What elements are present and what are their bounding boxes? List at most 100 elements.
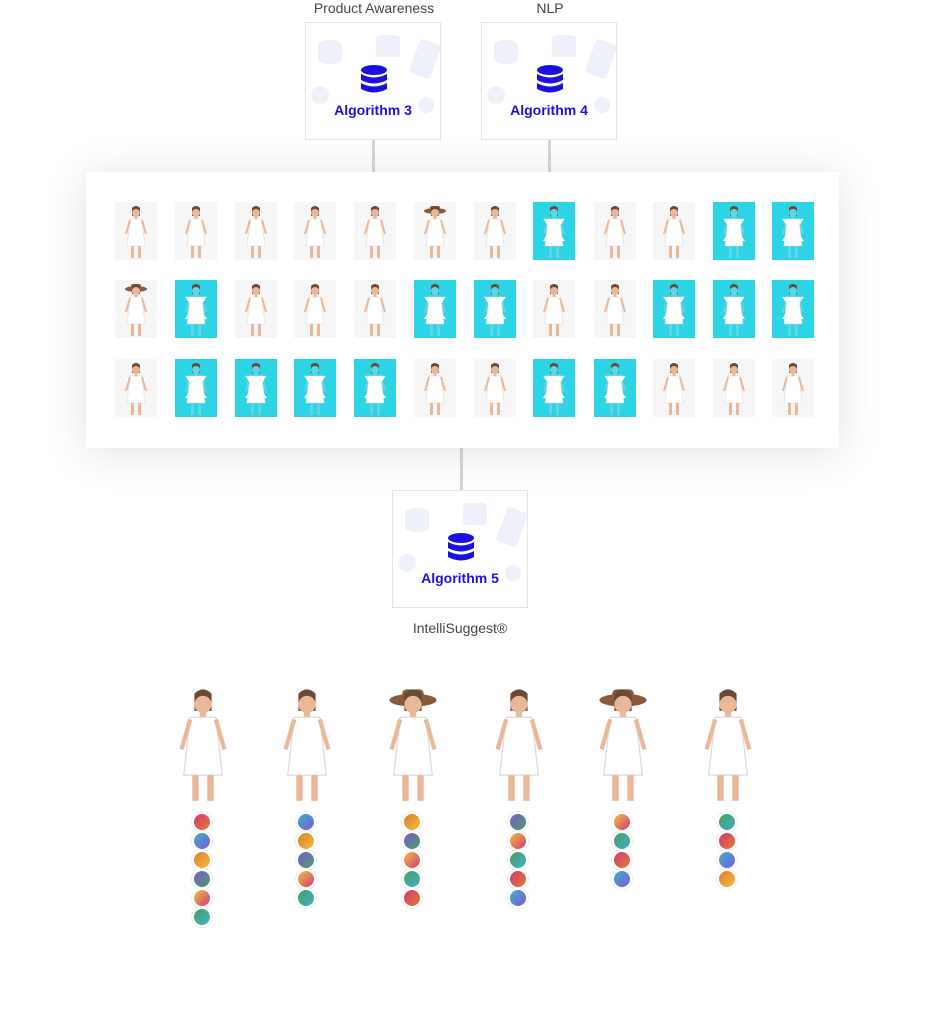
exclusion-mark: X [483,291,507,327]
user-avatar [296,869,316,889]
product-thumbnail [354,280,396,338]
product-model-image [158,676,248,815]
product-thumbnail [653,202,695,260]
connector-line [548,140,551,172]
exclusion-mark: X [184,291,208,327]
product-thumbnail [474,202,516,260]
product-thumbnail [115,280,157,338]
recommended-product [158,676,248,816]
label-product-awareness: Product Awareness [313,0,435,16]
user-avatar [402,812,422,832]
algorithm-4-label: Algorithm 4 [510,102,588,118]
label-intellisuggest: IntelliSuggest® [412,620,508,636]
excluded-product-thumbnail: X [594,359,636,417]
exclusion-mark: X [303,370,327,406]
exclusion-mark: X [722,213,746,249]
exclusion-mark: X [184,370,208,406]
product-thumbnail [354,202,396,260]
user-avatar [612,831,632,851]
user-avatar [296,850,316,870]
algorithm-background-icons [487,35,616,113]
algorithm-3-card: Algorithm 3 [305,22,441,140]
recommended-product [474,676,564,816]
product-thumbnail [235,280,277,338]
product-thumbnail [294,202,336,260]
excluded-product-thumbnail: X [474,280,516,338]
user-avatar [717,831,737,851]
exclusion-mark: X [423,291,447,327]
connector-line [460,448,463,490]
user-avatar [296,888,316,908]
product-thumbnail [235,202,277,260]
product-model-image [578,676,668,815]
product-thumbnail [414,202,456,260]
user-avatar [296,812,316,832]
label-nlp: NLP [536,0,564,16]
user-avatar [402,850,422,870]
user-avatar [192,850,212,870]
user-avatar [612,812,632,832]
user-avatar [192,907,212,927]
excluded-product-thumbnail: X [713,202,755,260]
exclusion-mark: X [662,291,686,327]
user-avatar [508,831,528,851]
algorithm-5-label: Algorithm 5 [421,570,499,586]
user-avatar [192,888,212,908]
excluded-product-thumbnail: X [713,280,755,338]
user-avatar [612,850,632,870]
product-thumbnail [594,202,636,260]
excluded-product-thumbnail: X [294,359,336,417]
exclusion-mark: X [542,213,566,249]
exclusion-mark: X [781,291,805,327]
product-thumbnail [414,359,456,417]
connector-line [372,140,375,172]
user-avatar [717,812,737,832]
recommended-product [262,676,352,816]
product-model-image [262,676,352,815]
product-thumbnail [115,359,157,417]
product-model-image [683,676,773,815]
database-icon [361,65,387,93]
user-avatar [402,869,422,889]
user-avatar [508,850,528,870]
user-avatar [296,831,316,851]
excluded-product-thumbnail: X [653,280,695,338]
exclusion-mark: X [722,291,746,327]
product-thumbnail [653,359,695,417]
excluded-product-thumbnail: X [235,359,277,417]
product-thumbnail [294,280,336,338]
user-avatar [717,869,737,889]
algorithm-background-icons [311,35,440,113]
exclusion-mark: X [542,370,566,406]
exclusion-mark: X [603,370,627,406]
user-avatar [508,812,528,832]
recommended-product [368,676,458,816]
excluded-product-thumbnail: X [175,280,217,338]
user-avatar [508,869,528,889]
product-thumbnail [713,359,755,417]
user-avatar [508,888,528,908]
product-thumbnail [115,202,157,260]
exclusion-mark: X [363,370,387,406]
excluded-product-thumbnail: X [533,202,575,260]
product-thumbnail [594,280,636,338]
recommended-product [578,676,668,816]
excluded-product-thumbnail: X [772,202,814,260]
exclusion-mark: X [781,213,805,249]
user-avatar [402,888,422,908]
product-thumbnail [175,202,217,260]
product-thumbnail [772,359,814,417]
database-icon [537,65,563,93]
product-thumbnail [533,280,575,338]
user-avatar [192,831,212,851]
user-avatar [192,869,212,889]
excluded-product-thumbnail: X [533,359,575,417]
algorithm-5-card: Algorithm 5 [392,490,528,608]
excluded-product-thumbnail: X [354,359,396,417]
excluded-product-thumbnail: X [772,280,814,338]
user-avatar [192,812,212,832]
excluded-product-thumbnail: X [175,359,217,417]
excluded-product-thumbnail: X [414,280,456,338]
algorithm-background-icons [398,503,527,581]
